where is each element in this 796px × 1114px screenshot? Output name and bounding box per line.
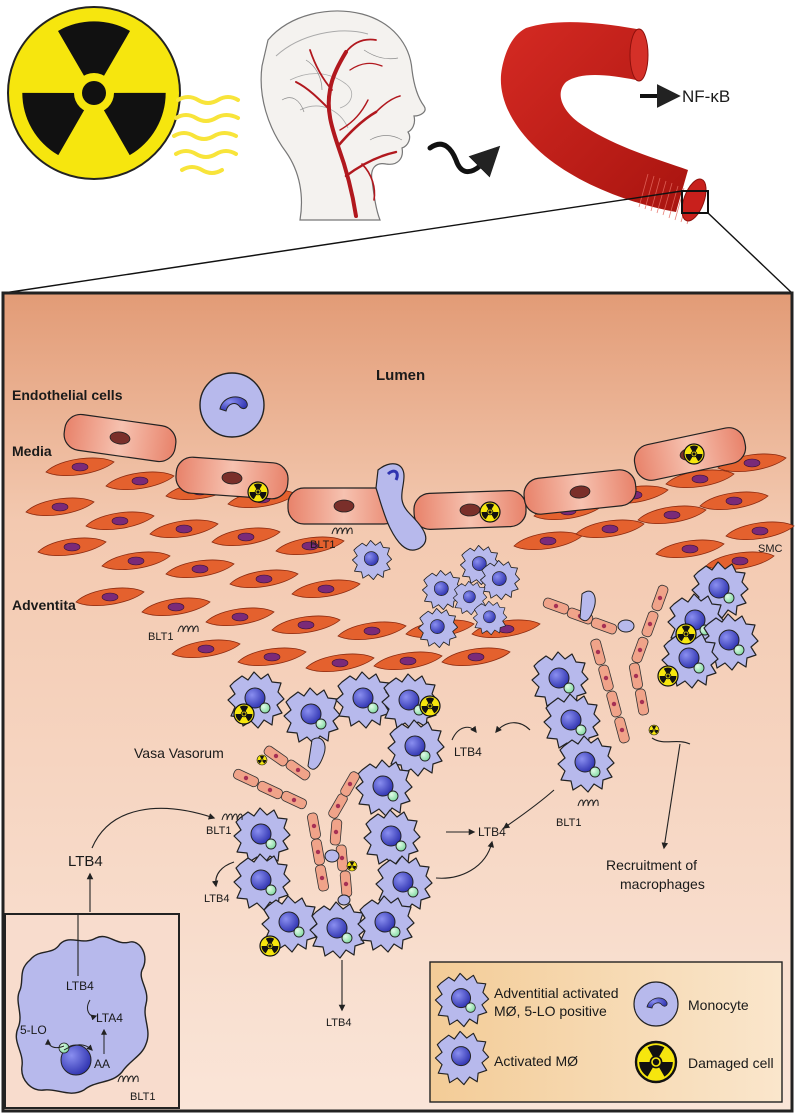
curved-arrow — [427, 141, 501, 178]
lumen-label: Lumen — [376, 367, 425, 384]
zoom-box — [681, 190, 709, 214]
legend-adventitial-2: MØ, 5-LO positive — [494, 1003, 607, 1019]
inset-5lo: 5-LO — [20, 1023, 47, 1037]
blt1-label-inset: BLT1 — [130, 1091, 155, 1103]
media-label: Media — [12, 443, 52, 459]
blt1-label-vasa: BLT1 — [206, 825, 231, 837]
ltb4-left-small: LTB4 — [204, 893, 229, 905]
legend-monocyte: Monocyte — [688, 997, 749, 1013]
head-artery-illustration — [260, 10, 426, 221]
legend-damaged: Damaged cell — [688, 1055, 774, 1071]
inset-lta4: LTA4 — [96, 1011, 123, 1025]
inset-aa: AA — [94, 1057, 110, 1071]
vasa-vasorum-label: Vasa Vasorum — [134, 745, 224, 761]
transmigrating-monocyte — [375, 463, 427, 551]
vasa-vasorum-right — [541, 583, 670, 745]
legend-activated: Activated MØ — [494, 1053, 578, 1069]
recruitment-brace — [651, 737, 691, 745]
ltb4-left-big: LTB4 — [68, 853, 103, 870]
vasa-vasorum-left — [231, 737, 362, 906]
endothelial-label: Endothelial cells — [12, 387, 123, 403]
ltb4-center: LTB4 — [478, 825, 506, 839]
ltb4-upper: LTB4 — [454, 745, 482, 759]
adventitia-label: Adventita — [12, 597, 76, 613]
legend-adventitial-1: Adventitial activated — [494, 985, 619, 1001]
radiation-waves — [172, 95, 240, 175]
artery-tube — [500, 22, 707, 225]
nfkb-label: NF-κB — [682, 87, 730, 106]
radiation-icon — [7, 6, 181, 180]
blt1-label-media: BLT1 — [148, 631, 173, 643]
blt1-label-right: BLT1 — [556, 817, 581, 829]
legend — [429, 961, 783, 1103]
recruitment-label-1: Recruitment of — [606, 857, 697, 873]
macrophage-inset — [4, 913, 180, 1109]
monocyte-floating — [199, 372, 265, 438]
ltb4-bottom: LTB4 — [326, 1017, 351, 1029]
smc-label: SMC — [758, 543, 783, 555]
recruitment-label-2: macrophages — [620, 876, 705, 892]
blt1-label-top: BLT1 — [310, 539, 335, 551]
inset-ltb4: LTB4 — [66, 979, 94, 993]
